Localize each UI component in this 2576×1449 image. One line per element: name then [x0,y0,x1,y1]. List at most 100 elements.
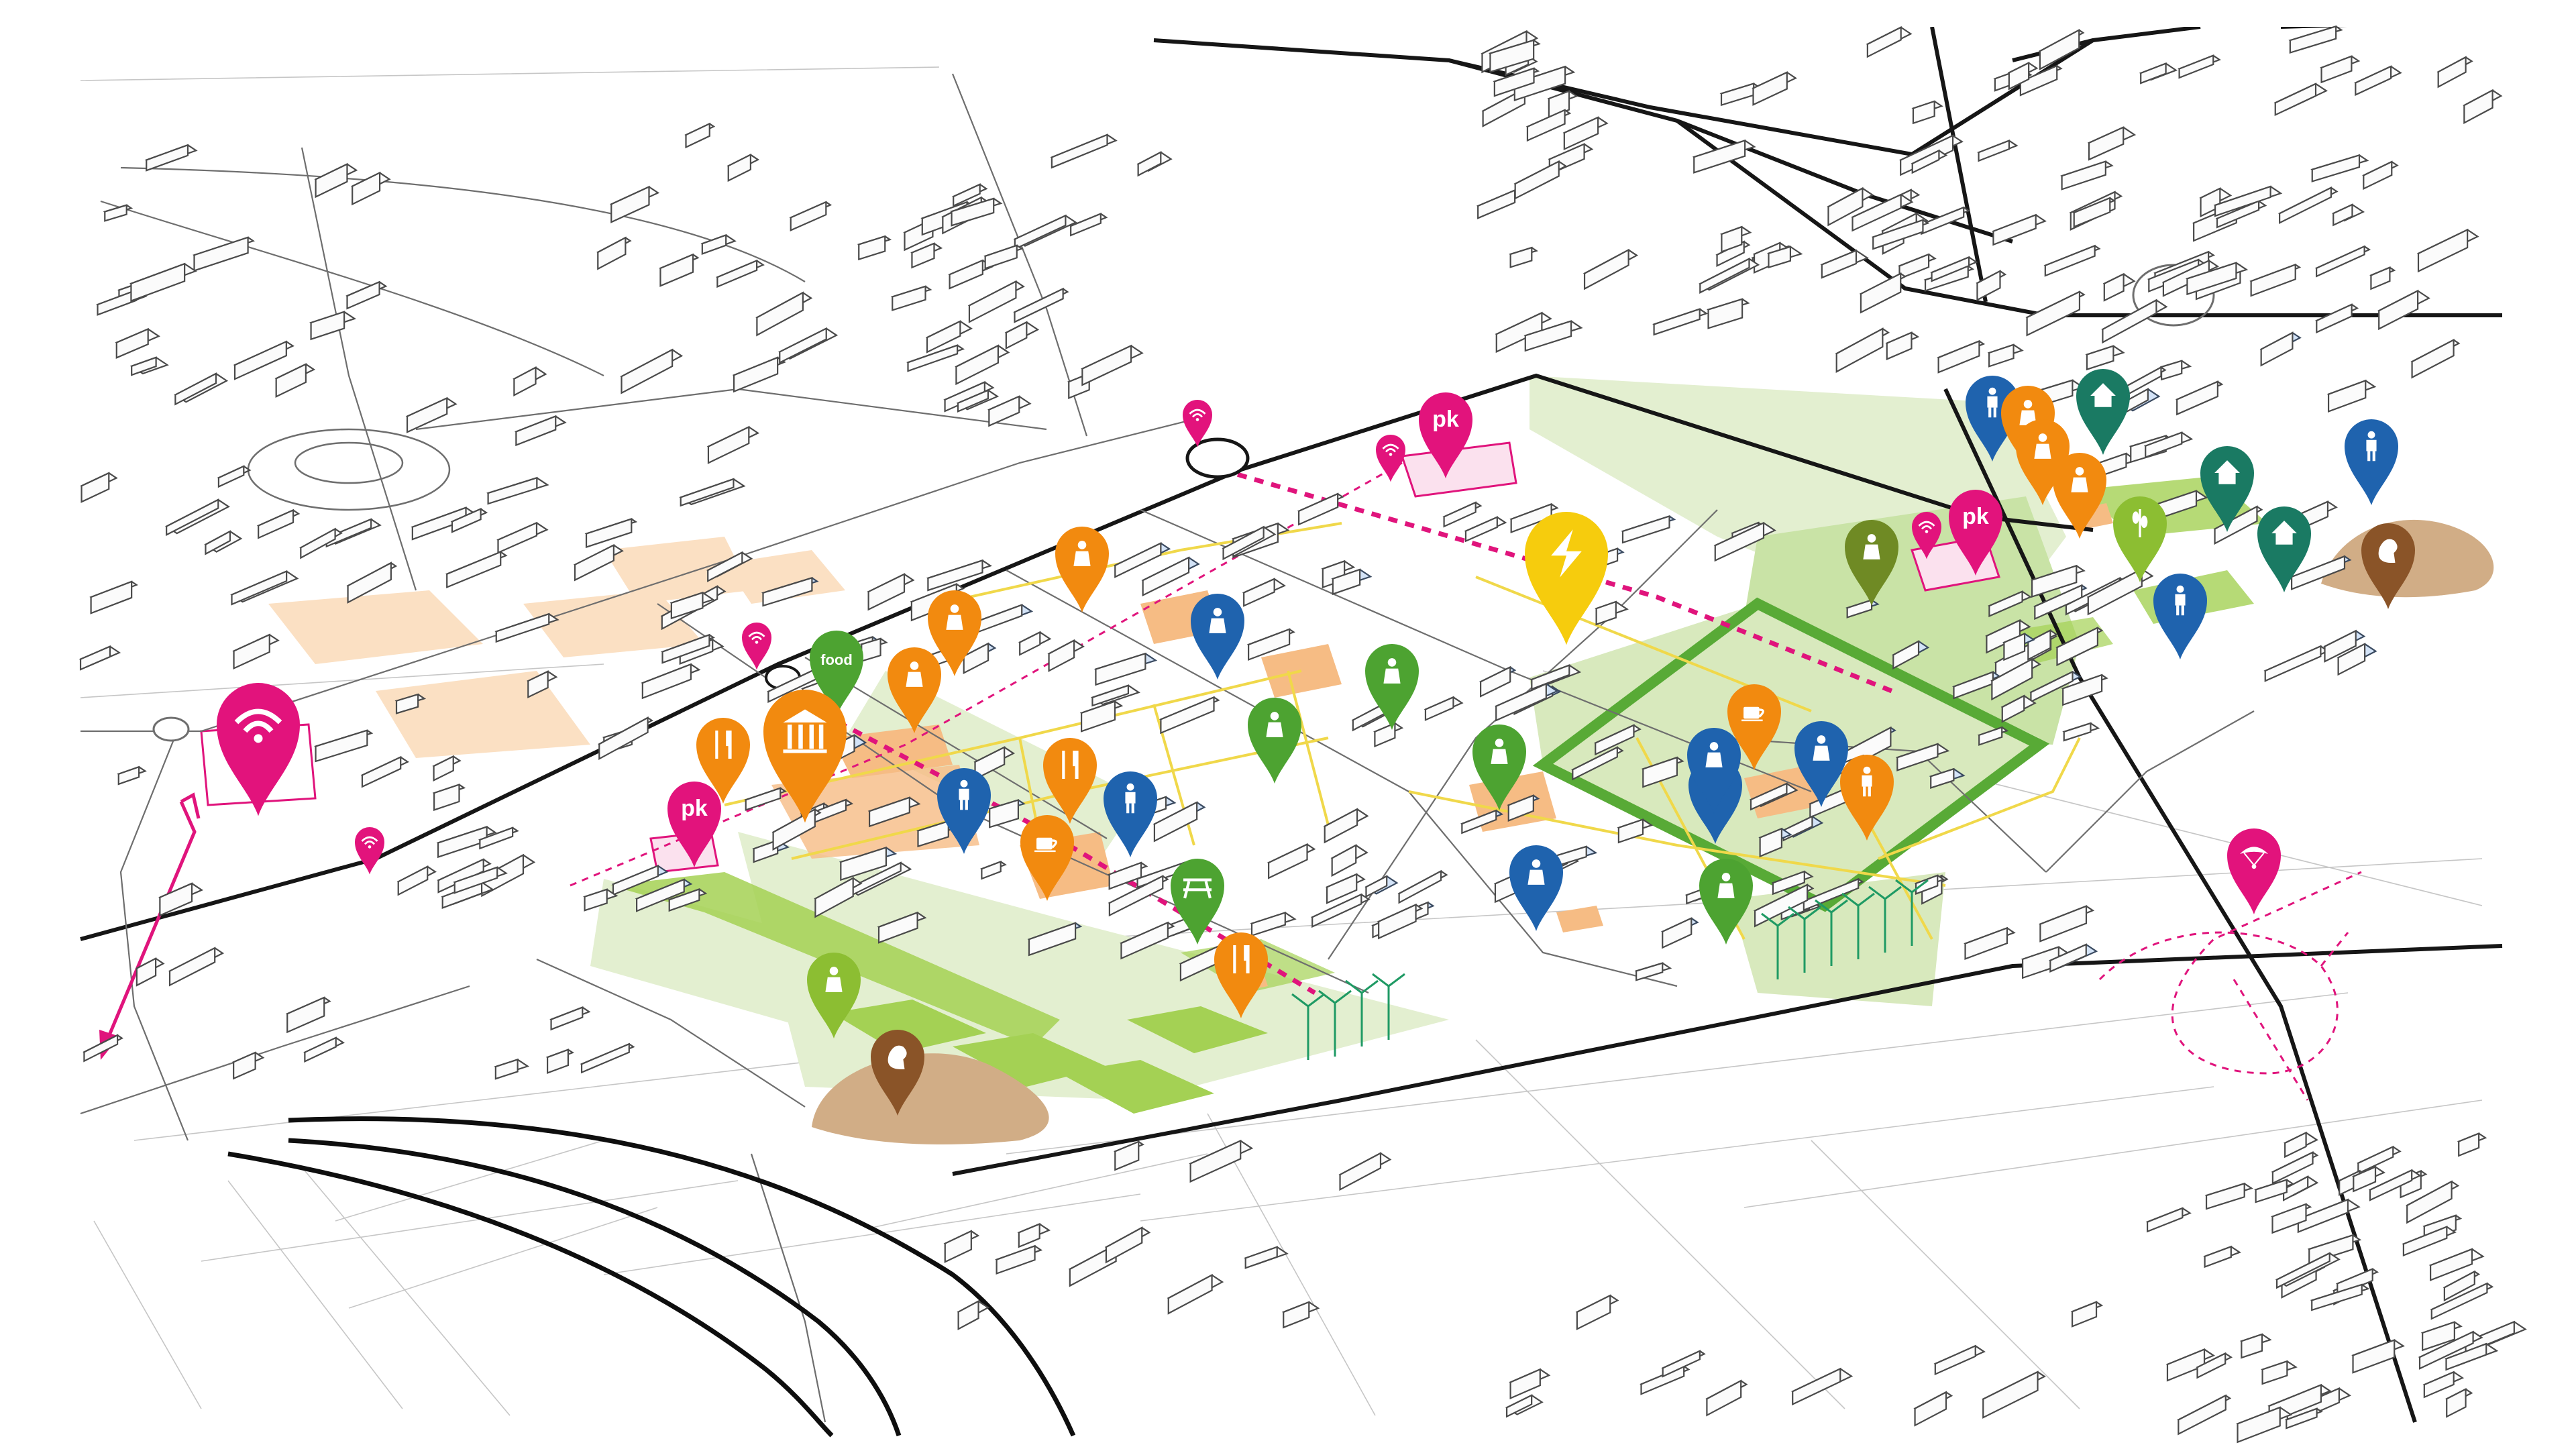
building [667,888,708,912]
building [1594,724,1642,756]
parking-icon[interactable]: pk [1419,392,1472,478]
building [1442,501,1483,528]
building [859,637,888,663]
house-icon[interactable] [2076,369,2130,455]
meeting-table-icon[interactable] [1191,594,1244,680]
building [2351,1338,2406,1374]
building [1827,186,1874,227]
building [1595,600,1629,626]
building [2283,1131,2318,1159]
building [1851,193,1914,232]
monument-icon[interactable] [1248,698,1301,784]
group-icon[interactable] [1687,728,1741,814]
meeting-table-icon[interactable] [1794,721,1848,807]
building [80,472,118,503]
person-icon[interactable] [2153,574,2207,659]
building [778,327,839,364]
building [1494,682,1559,722]
building [1529,664,1582,690]
person-icon[interactable] [1966,376,2019,462]
lightning-icon[interactable] [1525,512,1608,645]
walker-icon[interactable] [807,953,861,1038]
monument-icon[interactable] [1472,724,1526,810]
building [1634,962,1672,981]
building [2043,244,2101,277]
building [1913,1391,1953,1427]
building [1713,521,1776,562]
wifi-icon[interactable] [742,623,771,670]
building [549,1006,591,1031]
recycle-icon[interactable] [1365,644,1419,730]
building [890,285,932,311]
building [957,1299,990,1331]
building [1976,270,2007,301]
wifi-icon[interactable] [217,683,300,816]
museum-icon[interactable] [763,690,847,823]
building [2320,55,2361,84]
building [2139,62,2178,85]
building [494,1058,530,1080]
wheat-icon[interactable] [2113,496,2167,582]
building [2086,568,2154,616]
group-icon[interactable] [888,647,941,733]
person-icon[interactable] [1104,771,1157,857]
building [1050,133,1118,169]
building [1930,256,1978,282]
building [2436,56,2473,89]
parking-icon[interactable]: pk [667,782,721,867]
building [1919,206,1970,235]
building [2175,380,2224,416]
runner-icon[interactable] [1845,520,1898,606]
picnic-table-icon[interactable] [1171,859,1224,945]
building [1660,917,1699,949]
wifi-icon[interactable] [1376,435,1405,482]
building [350,171,391,206]
building [1892,640,1930,670]
parking-icon[interactable]: pk [1949,490,2002,576]
building [1310,893,1371,928]
person-icon[interactable] [2345,419,2398,505]
building [2428,1248,2485,1281]
building [983,244,1024,270]
cutlery-icon[interactable] [1043,738,1097,824]
wifi-icon[interactable] [355,827,384,875]
coffee-icon[interactable] [1020,815,1074,901]
building [1992,213,2047,246]
house-icon[interactable] [2200,446,2254,532]
building [877,911,927,944]
squirrel-icon[interactable] [2361,523,2415,609]
cutlery-icon[interactable] [696,718,750,804]
meeting-table-icon[interactable] [1509,845,1563,931]
building [2039,905,2095,943]
shopping-bags-icon[interactable] [2016,419,2070,505]
paraglider-icon[interactable] [2227,828,2281,914]
building [1641,756,1684,788]
house-icon[interactable] [2257,506,2311,592]
building [2416,228,2479,273]
squirrel-icon[interactable] [871,1030,924,1116]
food-truck-icon[interactable]: food [810,631,863,716]
coffee-icon[interactable] [1727,684,1781,770]
person-icon[interactable] [1840,755,1894,841]
building [1562,116,1609,151]
wifi-icon[interactable] [1183,400,1212,447]
building [1866,25,1913,58]
building [1753,883,1815,928]
building [1766,246,1803,269]
person-icon[interactable] [937,768,991,854]
building [2159,360,2192,381]
chef-icon[interactable] [928,590,981,676]
building [584,518,638,549]
building [706,551,753,582]
building [314,729,374,763]
building [995,1244,1043,1275]
building [1141,556,1200,597]
building [1159,696,1220,735]
beer-icon[interactable] [2053,453,2106,539]
building [2314,245,2371,278]
baby-icon[interactable] [1055,527,1109,612]
cutlery-icon[interactable] [1214,932,1268,1018]
wind-turbine [1372,973,1405,1040]
gardener-icon[interactable] [1699,859,1753,945]
wifi-icon[interactable] [1912,512,1941,559]
